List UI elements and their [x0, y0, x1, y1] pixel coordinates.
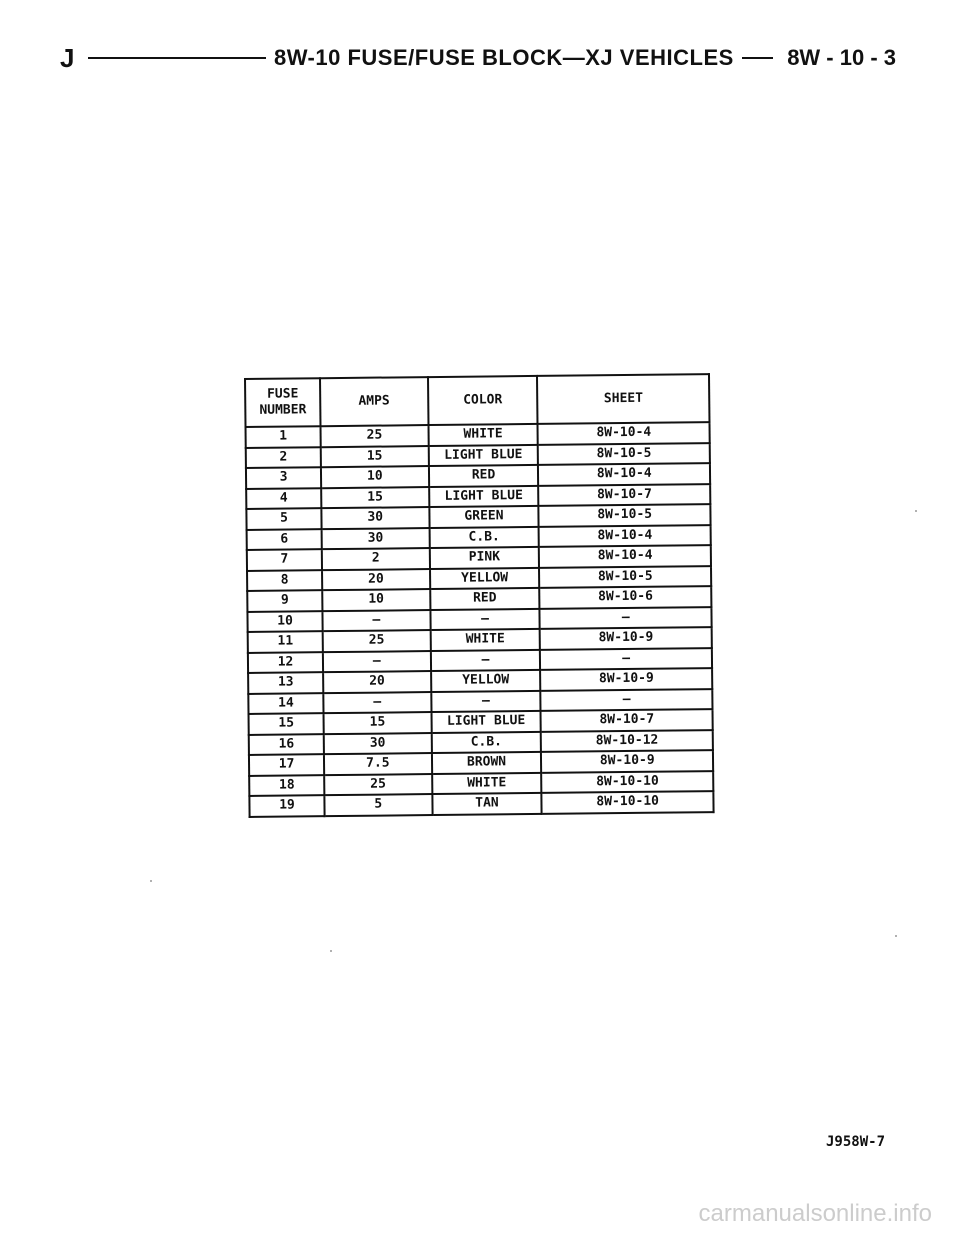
color-cell: YELLOW: [429, 567, 540, 590]
fuse-number-cell: 16: [248, 733, 325, 755]
page-title: 8W-10 FUSE/FUSE BLOCK—XJ VEHICLES: [274, 45, 734, 70]
fuse-header-line1: FUSE: [266, 386, 299, 402]
color-cell: C.B.: [429, 526, 540, 549]
sheet-cell: —: [539, 606, 712, 629]
color-cell: WHITE: [431, 772, 542, 795]
sheet-cell: 8W-10-5: [538, 504, 711, 527]
fuse-header-line2: NUMBER: [259, 402, 307, 418]
fuse-number-cell: 2: [245, 446, 322, 468]
sheet-cell: 8W-10-4: [538, 463, 711, 486]
figure-id: J958W-7: [826, 1134, 886, 1150]
color-cell: LIGHT BLUE: [428, 444, 539, 467]
page-header: J 8W-10 FUSE/FUSE BLOCK—XJ VEHICLES 8W -…: [60, 40, 896, 76]
amps-cell: 15: [321, 486, 429, 509]
amps-cell: 7.5: [324, 753, 432, 775]
color-cell: LIGHT BLUE: [428, 485, 539, 508]
fuse-number-cell: 14: [248, 692, 324, 714]
amps-cell: 15: [323, 712, 432, 734]
amps-cell: 25: [324, 773, 432, 796]
sheet-cell: 8W-10-9: [541, 750, 714, 773]
fuse-number-cell: 1: [245, 426, 321, 448]
color-cell: WHITE: [430, 628, 541, 651]
sheet-cell: 8W-10-10: [541, 791, 714, 814]
fuse-number-cell: 18: [249, 774, 325, 796]
column-header-sheet: SHEET: [537, 374, 710, 424]
fuse-number-cell: 12: [247, 651, 324, 673]
fuse-number-cell: 17: [248, 754, 325, 776]
color-cell: YELLOW: [430, 669, 541, 692]
sheet-cell: 8W-10-9: [540, 627, 712, 650]
sheet-cell: 8W-10-5: [538, 442, 710, 465]
sheet-cell: 8W-10-7: [540, 709, 713, 732]
fuse-number-cell: 6: [246, 528, 322, 550]
sheet-cell: 8W-10-7: [538, 483, 711, 506]
sheet-cell: —: [540, 647, 713, 670]
watermark-text: carmanualsonline.info: [698, 1200, 932, 1227]
sheet-cell: 8W-10-6: [539, 586, 712, 609]
amps-cell: 30: [321, 527, 430, 550]
fuse-number-cell: 5: [246, 508, 322, 530]
table-header-row: FUSE NUMBER AMPS COLOR SHEET: [245, 374, 710, 427]
amps-cell: 10: [321, 466, 429, 488]
fuse-number-cell: 19: [249, 795, 325, 817]
color-cell: LIGHT BLUE: [431, 710, 542, 733]
column-header-color: COLOR: [427, 375, 538, 426]
section-letter: J: [60, 42, 75, 73]
amps-cell: 30: [321, 507, 430, 529]
scan-speck: [895, 935, 897, 937]
scan-speck: [150, 880, 152, 882]
color-cell: —: [430, 649, 541, 672]
sheet-cell: 8W-10-5: [539, 565, 712, 588]
fuse-number-cell: 4: [246, 487, 322, 509]
color-cell: WHITE: [428, 423, 539, 446]
fuse-number-cell: 3: [245, 467, 322, 489]
scan-speck: [915, 510, 917, 512]
sheet-cell: —: [540, 688, 713, 711]
sheet-cell: 8W-10-4: [537, 422, 710, 445]
amps-cell: 15: [320, 445, 429, 468]
sheet-cell: 8W-10-9: [540, 668, 713, 691]
amps-cell: 10: [322, 589, 430, 611]
sheet-cell: 8W-10-12: [541, 729, 713, 752]
color-cell: RED: [428, 464, 539, 487]
sheet-cell: 8W-10-10: [541, 770, 714, 793]
color-cell: —: [430, 690, 541, 713]
color-cell: TAN: [431, 792, 543, 815]
column-header-fuse-number: FUSE NUMBER: [245, 378, 321, 427]
header-rule-left: [88, 57, 266, 59]
amps-cell: 20: [322, 568, 430, 591]
sheet-cell: 8W-10-4: [539, 524, 711, 547]
amps-cell: 25: [322, 630, 431, 652]
color-cell: —: [429, 608, 541, 631]
amps-cell: —: [323, 691, 432, 714]
fuse-number-cell: 9: [247, 590, 323, 612]
fuse-number-cell: 10: [247, 610, 323, 632]
fuse-number-cell: 15: [248, 713, 324, 735]
fuse-number-cell: 11: [247, 631, 323, 653]
color-cell: GREEN: [428, 505, 540, 528]
fuse-number-cell: 8: [247, 569, 323, 591]
amps-cell: 5: [324, 794, 433, 816]
header-rule-right: [741, 57, 774, 59]
column-header-amps: AMPS: [320, 377, 429, 427]
color-cell: BROWN: [431, 751, 542, 774]
fuse-number-cell: 7: [246, 549, 323, 571]
amps-cell: 25: [320, 425, 429, 447]
fuse-number-cell: 13: [248, 672, 324, 694]
amps-cell: —: [322, 609, 431, 632]
color-cell: PINK: [429, 546, 540, 569]
page-number: 8W - 10 - 3: [787, 45, 896, 70]
scan-speck: [330, 950, 332, 952]
amps-cell: —: [322, 650, 431, 673]
amps-cell: 20: [323, 671, 431, 693]
amps-cell: 2: [321, 548, 430, 570]
color-cell: C.B.: [431, 731, 542, 754]
sheet-cell: 8W-10-4: [539, 545, 711, 568]
color-cell: RED: [429, 587, 540, 610]
amps-cell: 30: [323, 732, 432, 755]
